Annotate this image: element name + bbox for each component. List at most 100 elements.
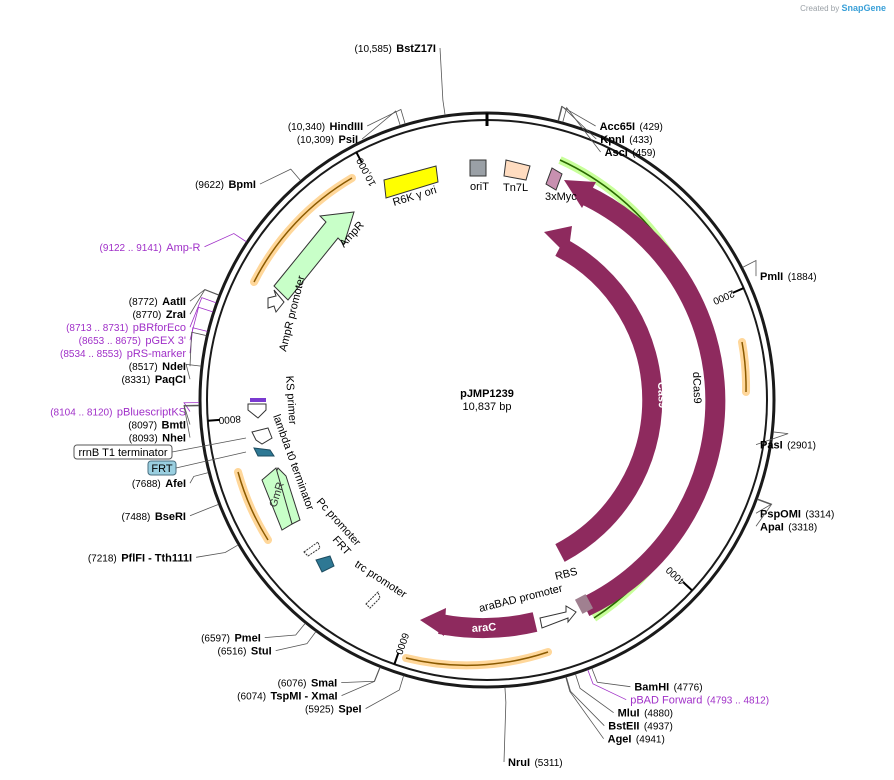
site-label[interactable]: PmlI (1884) (760, 267, 817, 284)
primer-name: Amp-R (166, 242, 200, 254)
site-label[interactable]: (9622) BpmI (195, 175, 256, 192)
site-position: (6074) (237, 692, 266, 703)
primer-position: (8713 .. 8731) (66, 323, 128, 334)
site-position: (7218) (88, 553, 117, 564)
site-leader (565, 676, 605, 726)
site-label[interactable]: Acc65I (429) (600, 117, 663, 134)
site-position: (7488) (121, 512, 150, 523)
tick-2000 (732, 287, 745, 294)
site-label[interactable]: (5925) SpeI (305, 700, 362, 717)
site-leader (557, 105, 596, 127)
site-name: NruI (508, 757, 530, 769)
lambda-terminator-arrow (251, 427, 273, 445)
site-position: (6076) (278, 679, 307, 690)
site-label[interactable]: MluI (4880) (618, 704, 673, 721)
site-name: SmaI (311, 678, 337, 690)
site-label[interactable]: (7688) AfeI (132, 474, 186, 491)
site-name: NheI (162, 433, 186, 445)
cas9-arrowhead (544, 226, 572, 256)
site-position: (4937) (644, 722, 673, 733)
site-label[interactable]: BamHI (4776) (634, 678, 702, 695)
site-label[interactable]: BstEII (4937) (608, 717, 673, 734)
site-position: (10,340) (288, 122, 325, 133)
site-name: BstEII (608, 721, 639, 733)
site-label[interactable]: (8770) ZraI (132, 305, 186, 322)
site-label[interactable]: (8093) NheI (129, 429, 186, 446)
tick-label: 6000 (393, 631, 411, 656)
site-label[interactable]: PasI (2901) (760, 436, 816, 453)
primer-position: (8653 .. 8675) (79, 336, 141, 347)
site-position: (8517) (129, 362, 158, 373)
site-label[interactable]: (7218) PflFI - Tth111I (88, 548, 192, 565)
label-dcas9: dCas9 (690, 372, 703, 404)
tick-4000 (682, 581, 693, 592)
site-leader (196, 544, 239, 558)
site-label[interactable]: KpnI (433) (600, 130, 652, 147)
site-leader (361, 110, 401, 140)
site-label[interactable]: (8772) AatII (129, 292, 186, 309)
site-label[interactable]: ApaI (3318) (760, 517, 817, 534)
site-label[interactable]: AgeI (4941) (608, 730, 665, 747)
site-position: (8097) (128, 421, 157, 432)
site-leader (183, 404, 200, 425)
site-label[interactable]: (8097) BmtI (128, 416, 186, 433)
site-label[interactable]: (8517) NdeI (129, 357, 186, 374)
tick-label: 4000 (664, 564, 688, 587)
tick-8000 (207, 418, 220, 422)
site-label[interactable]: (10,309) PsiI (297, 130, 358, 147)
site-position: (1884) (788, 272, 817, 283)
site-position: (5925) (305, 705, 334, 716)
site-leader (189, 504, 219, 517)
site-name: PaqCI (155, 374, 186, 386)
site-label[interactable]: (6516) StuI (218, 642, 272, 659)
tick-label: 10,000 (355, 155, 379, 188)
plasmid-name: pJMP1239 (460, 388, 514, 400)
label-orit: oriT (470, 181, 489, 193)
site-position: (8093) (129, 434, 158, 445)
primer-label[interactable]: (8713 .. 8731) pBRforEco (66, 318, 186, 335)
site-position: (429) (640, 122, 663, 133)
site-name: StuI (251, 646, 272, 658)
tick-6000 (393, 652, 400, 665)
site-leader (341, 667, 381, 684)
primer-position: (8534 .. 8553) (60, 349, 122, 360)
site-leader (275, 631, 317, 652)
site-leader (189, 288, 220, 302)
site-label[interactable]: (6076) SmaI (278, 674, 338, 691)
site-position: (7688) (132, 479, 161, 490)
primer-label[interactable]: pBAD Forward (4793 .. 4812) (630, 691, 769, 708)
site-leader (742, 259, 757, 277)
primer-label[interactable]: (8653 .. 8675) pGEX 3' (79, 331, 186, 348)
site-label[interactable]: (6597) PmeI (201, 629, 261, 646)
primer-position: (9122 .. 9141) (100, 243, 162, 254)
site-name: PasI (760, 440, 783, 452)
primer-label[interactable]: (8534 .. 8553) pRS-marker (60, 344, 186, 361)
primer-position: (8104 .. 8120) (50, 408, 112, 419)
primer-label[interactable]: (9122 .. 9141) Amp-R (100, 238, 201, 255)
site-label[interactable]: PspOMI (3314) (760, 504, 834, 521)
credit-prefix: Created by (800, 4, 840, 13)
tick-10000 (355, 151, 363, 164)
site-label[interactable]: (8331) PaqCI (121, 370, 186, 387)
site-label[interactable]: (6074) TspMI - XmaI (237, 687, 337, 704)
site-label[interactable]: (7488) BseRI (121, 507, 186, 524)
site-label[interactable]: (10,340) HindIII (288, 117, 363, 134)
primer-label[interactable]: (8104 .. 8120) pBluescriptKS (50, 403, 186, 420)
label-arabad-promoter: araBAD promoter (478, 582, 564, 614)
site-label[interactable]: NruI (5311) (508, 753, 563, 770)
primer-name: pGEX 3' (145, 335, 186, 347)
snapgene-logo: SnapGene (841, 3, 886, 13)
plasmid-length: 10,837 bp (463, 401, 512, 413)
site-position: (8770) (132, 310, 161, 321)
site-leader (755, 431, 789, 446)
site-leader (755, 499, 772, 527)
site-leader (189, 289, 219, 315)
site-leader (565, 676, 604, 739)
site-leader (439, 47, 446, 116)
site-leader (365, 675, 405, 710)
frt-box-label: FRT (151, 463, 172, 475)
site-name: HindIII (330, 121, 364, 133)
site-label[interactable]: (10,585) BstZ17I (355, 39, 436, 56)
small-orf-arrow (741, 341, 747, 393)
site-label[interactable]: AscI (459) (605, 143, 656, 160)
